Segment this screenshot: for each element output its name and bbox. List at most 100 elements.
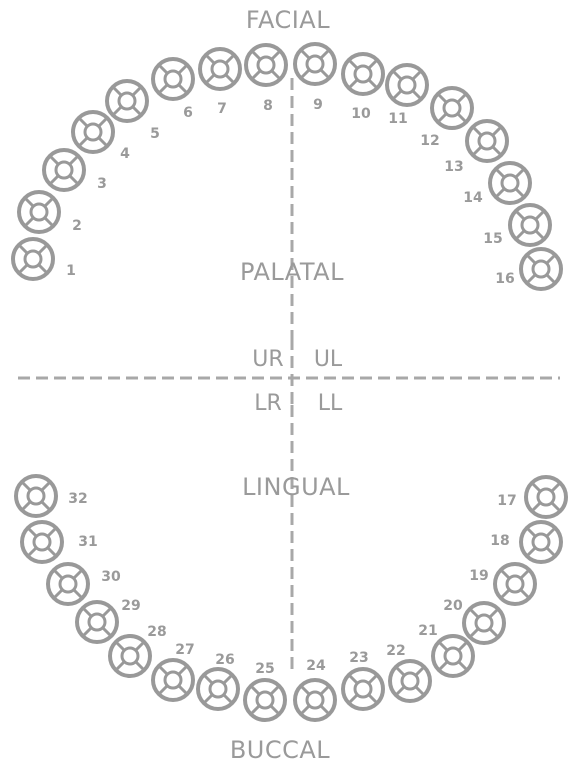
tooth-26[interactable]: 26 [196,652,240,711]
tooth-13[interactable]: 13 [444,119,509,175]
tooth-spoke [348,78,359,89]
tooth-outer-ring [519,247,563,291]
tooth-inner-ring [54,160,74,180]
tooth-spoke [300,704,311,715]
tooth-inner-ring [58,574,78,594]
tooth-outer-ring [462,601,506,645]
tooth-18[interactable]: 18 [490,520,563,564]
tooth-4[interactable]: 4 [71,110,130,162]
tooth-inner-ring [87,612,107,632]
tooth-number-label: 31 [78,534,97,550]
tooth-spoke [438,660,449,671]
tooth-inner-ring [500,173,520,193]
tooth-spoke [367,674,378,685]
tooth-inner-ring [442,98,462,118]
tooth-inner-ring [29,202,49,222]
tooth-6[interactable]: 6 [151,57,195,121]
tooth-spoke [414,685,425,696]
tooth-inner-ring [23,249,43,269]
tooth-5[interactable]: 5 [105,79,160,142]
tooth-spoke [469,627,480,638]
tooth-spoke [203,674,214,685]
tooth-31[interactable]: 31 [20,520,98,564]
tooth-inner-ring [477,131,497,151]
tooth-spoke [526,273,537,284]
tooth-16[interactable]: 16 [495,247,563,291]
tooth-spoke [534,210,545,221]
tooth-10[interactable]: 10 [341,52,385,122]
tooth-outer-ring [465,119,509,163]
tooth-inner-ring [83,122,103,142]
tooth-spoke [392,70,403,81]
tooth-28[interactable]: 28 [108,624,167,678]
tooth-outer-ring [151,57,195,101]
tooth-inner-ring [255,690,275,710]
tooth-30[interactable]: 30 [46,562,121,606]
tooth-22[interactable]: 22 [386,643,432,703]
tooth-spoke [488,608,499,619]
tooth-number-label: 26 [215,652,234,668]
tooth-23[interactable]: 23 [341,650,385,711]
tooth-20[interactable]: 20 [443,598,506,645]
tooth-spoke [395,666,406,677]
tooth-9[interactable]: 9 [293,42,337,113]
tooth-spoke [158,684,169,695]
tooth-outer-ring [46,562,90,606]
tooth-spoke [491,126,502,137]
tooth-spoke [348,674,359,685]
tooth-number-label: 4 [120,146,130,162]
tooth-3[interactable]: 3 [42,148,107,192]
tooth-1[interactable]: 1 [11,237,76,281]
tooth-spoke [251,50,262,61]
tooth-inner-ring [305,54,325,74]
tooth-32[interactable]: 32 [14,474,88,518]
tooth-spoke [177,684,188,695]
tooth-21[interactable]: 21 [418,623,475,678]
tooth-24[interactable]: 24 [293,658,337,722]
tooth-spoke [250,704,261,715]
tooth-number-label: 10 [351,106,371,122]
tooth-2[interactable]: 2 [17,190,82,234]
tooth-spoke [224,54,235,65]
tooth-inner-ring [531,532,551,552]
tooth-inner-ring [353,679,373,699]
tooth-spoke [411,89,422,100]
tooth-number-label: 21 [418,623,437,639]
tooth-spoke [437,112,448,123]
tooth-11[interactable]: 11 [385,63,429,127]
tooth-14[interactable]: 14 [463,161,532,206]
lingual-label: LINGUAL [242,473,350,501]
tooth-15[interactable]: 15 [483,203,552,247]
tooth-spoke [319,49,330,60]
tooth-spoke [101,607,112,618]
tooth-25[interactable]: 25 [243,661,287,722]
tooth-spoke [53,588,64,599]
tooth-spoke [457,641,468,652]
tooth-12[interactable]: 12 [420,86,474,149]
tooth-29[interactable]: 29 [75,598,141,644]
tooth-spoke [112,105,123,116]
tooth-number-label: 24 [306,658,326,674]
tooth-spoke [37,263,48,274]
tooth-spoke [27,546,38,557]
tooth-17[interactable]: 17 [497,475,568,519]
tooth-number-label: 9 [313,97,323,113]
tooth-spoke [367,59,378,70]
tooth-spoke [456,93,467,104]
tooth-outer-ring [196,667,240,711]
tooth-outer-ring [341,667,385,711]
tooth-spoke [131,105,142,116]
tooth-spoke [269,685,280,696]
tooth-spoke [131,86,142,97]
tooth-number-label: 12 [420,133,439,149]
tooth-spoke [37,244,48,255]
tooth-spoke [526,527,537,538]
tooth-8[interactable]: 8 [244,43,288,114]
tooth-19[interactable]: 19 [469,562,537,606]
tooth-spoke [115,641,126,652]
tooth-number-label: 18 [490,533,509,549]
tooth-7[interactable]: 7 [198,47,242,117]
tooth-27[interactable]: 27 [151,642,195,702]
tooth-spoke [68,174,79,185]
